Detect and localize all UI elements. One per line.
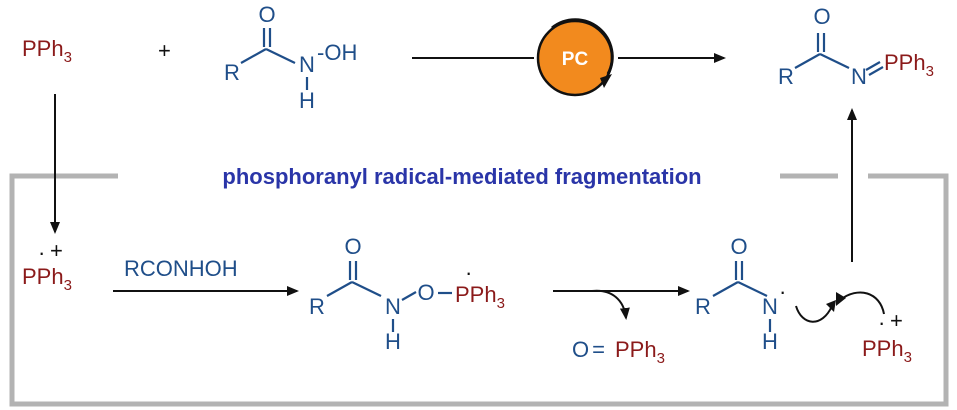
mechanism-frame — [9, 173, 949, 407]
mechanism-title: phosphoranyl radical-mediated fragmentat… — [222, 164, 701, 189]
svg-text:N: N — [299, 52, 315, 77]
electron-arrow-amidyl-head — [826, 300, 836, 312]
svg-text:·: · — [779, 279, 786, 304]
svg-text:PPh3: PPh3 — [455, 282, 505, 312]
svg-text:·: · — [465, 260, 472, 285]
svg-text:R: R — [224, 60, 240, 85]
electron-arrow-amidyl — [795, 305, 833, 323]
reagent-label: RCONHOH — [124, 256, 238, 281]
svg-text:N: N — [762, 294, 778, 319]
amidyl-radical: O R N · H — [695, 234, 786, 354]
svg-text:+: + — [890, 308, 903, 333]
svg-text:PPh3: PPh3 — [862, 336, 912, 366]
svg-text:H: H — [762, 329, 778, 354]
svg-text:O: O — [813, 4, 830, 29]
svg-text:H: H — [385, 329, 401, 354]
electron-arrow-phosphine-head — [836, 292, 846, 306]
phosphoranyl-radical-intermediate: O R N H O · PPh3 — [309, 234, 505, 354]
svg-text:·: · — [878, 310, 885, 335]
iminophosphorane-product: O R N PPh3 — [778, 4, 934, 89]
phosphine-oxide-byproduct: O= PPh3 — [572, 337, 665, 367]
svg-text:O=: O= — [572, 337, 605, 362]
svg-text:R: R — [778, 64, 794, 89]
svg-text:H: H — [299, 88, 315, 113]
byproduct-curved-arrow — [591, 289, 630, 320]
svg-text:+: + — [50, 238, 63, 263]
svg-text:O: O — [730, 234, 747, 259]
svg-text:-OH: -OH — [317, 40, 357, 65]
plus-sign: + — [158, 38, 171, 63]
svg-text:N: N — [385, 294, 401, 319]
phosphine-radical-cation-left: · + PPh3 — [22, 238, 72, 294]
svg-text:N: N — [851, 64, 867, 89]
svg-text:O: O — [344, 234, 361, 259]
svg-text:R: R — [309, 294, 325, 319]
phosphine-radical-cation-right: · + PPh3 — [862, 308, 912, 366]
svg-text:·: · — [38, 240, 45, 265]
svg-text:PC: PC — [562, 49, 589, 70]
svg-text:PPh3: PPh3 — [615, 337, 665, 367]
svg-text:O: O — [417, 280, 434, 305]
triphenylphosphine: PPh3 — [22, 36, 72, 66]
electron-arrow-phosphine — [839, 291, 885, 315]
svg-text:R: R — [695, 294, 711, 319]
svg-text:PPh3: PPh3 — [22, 264, 72, 294]
hydroxamic-acid: O R N H -OH — [224, 2, 357, 113]
photocatalyst: PC — [536, 18, 614, 97]
svg-text:O: O — [258, 2, 275, 27]
svg-text:PPh3: PPh3 — [884, 50, 934, 80]
svg-text:PPh3: PPh3 — [22, 36, 72, 66]
